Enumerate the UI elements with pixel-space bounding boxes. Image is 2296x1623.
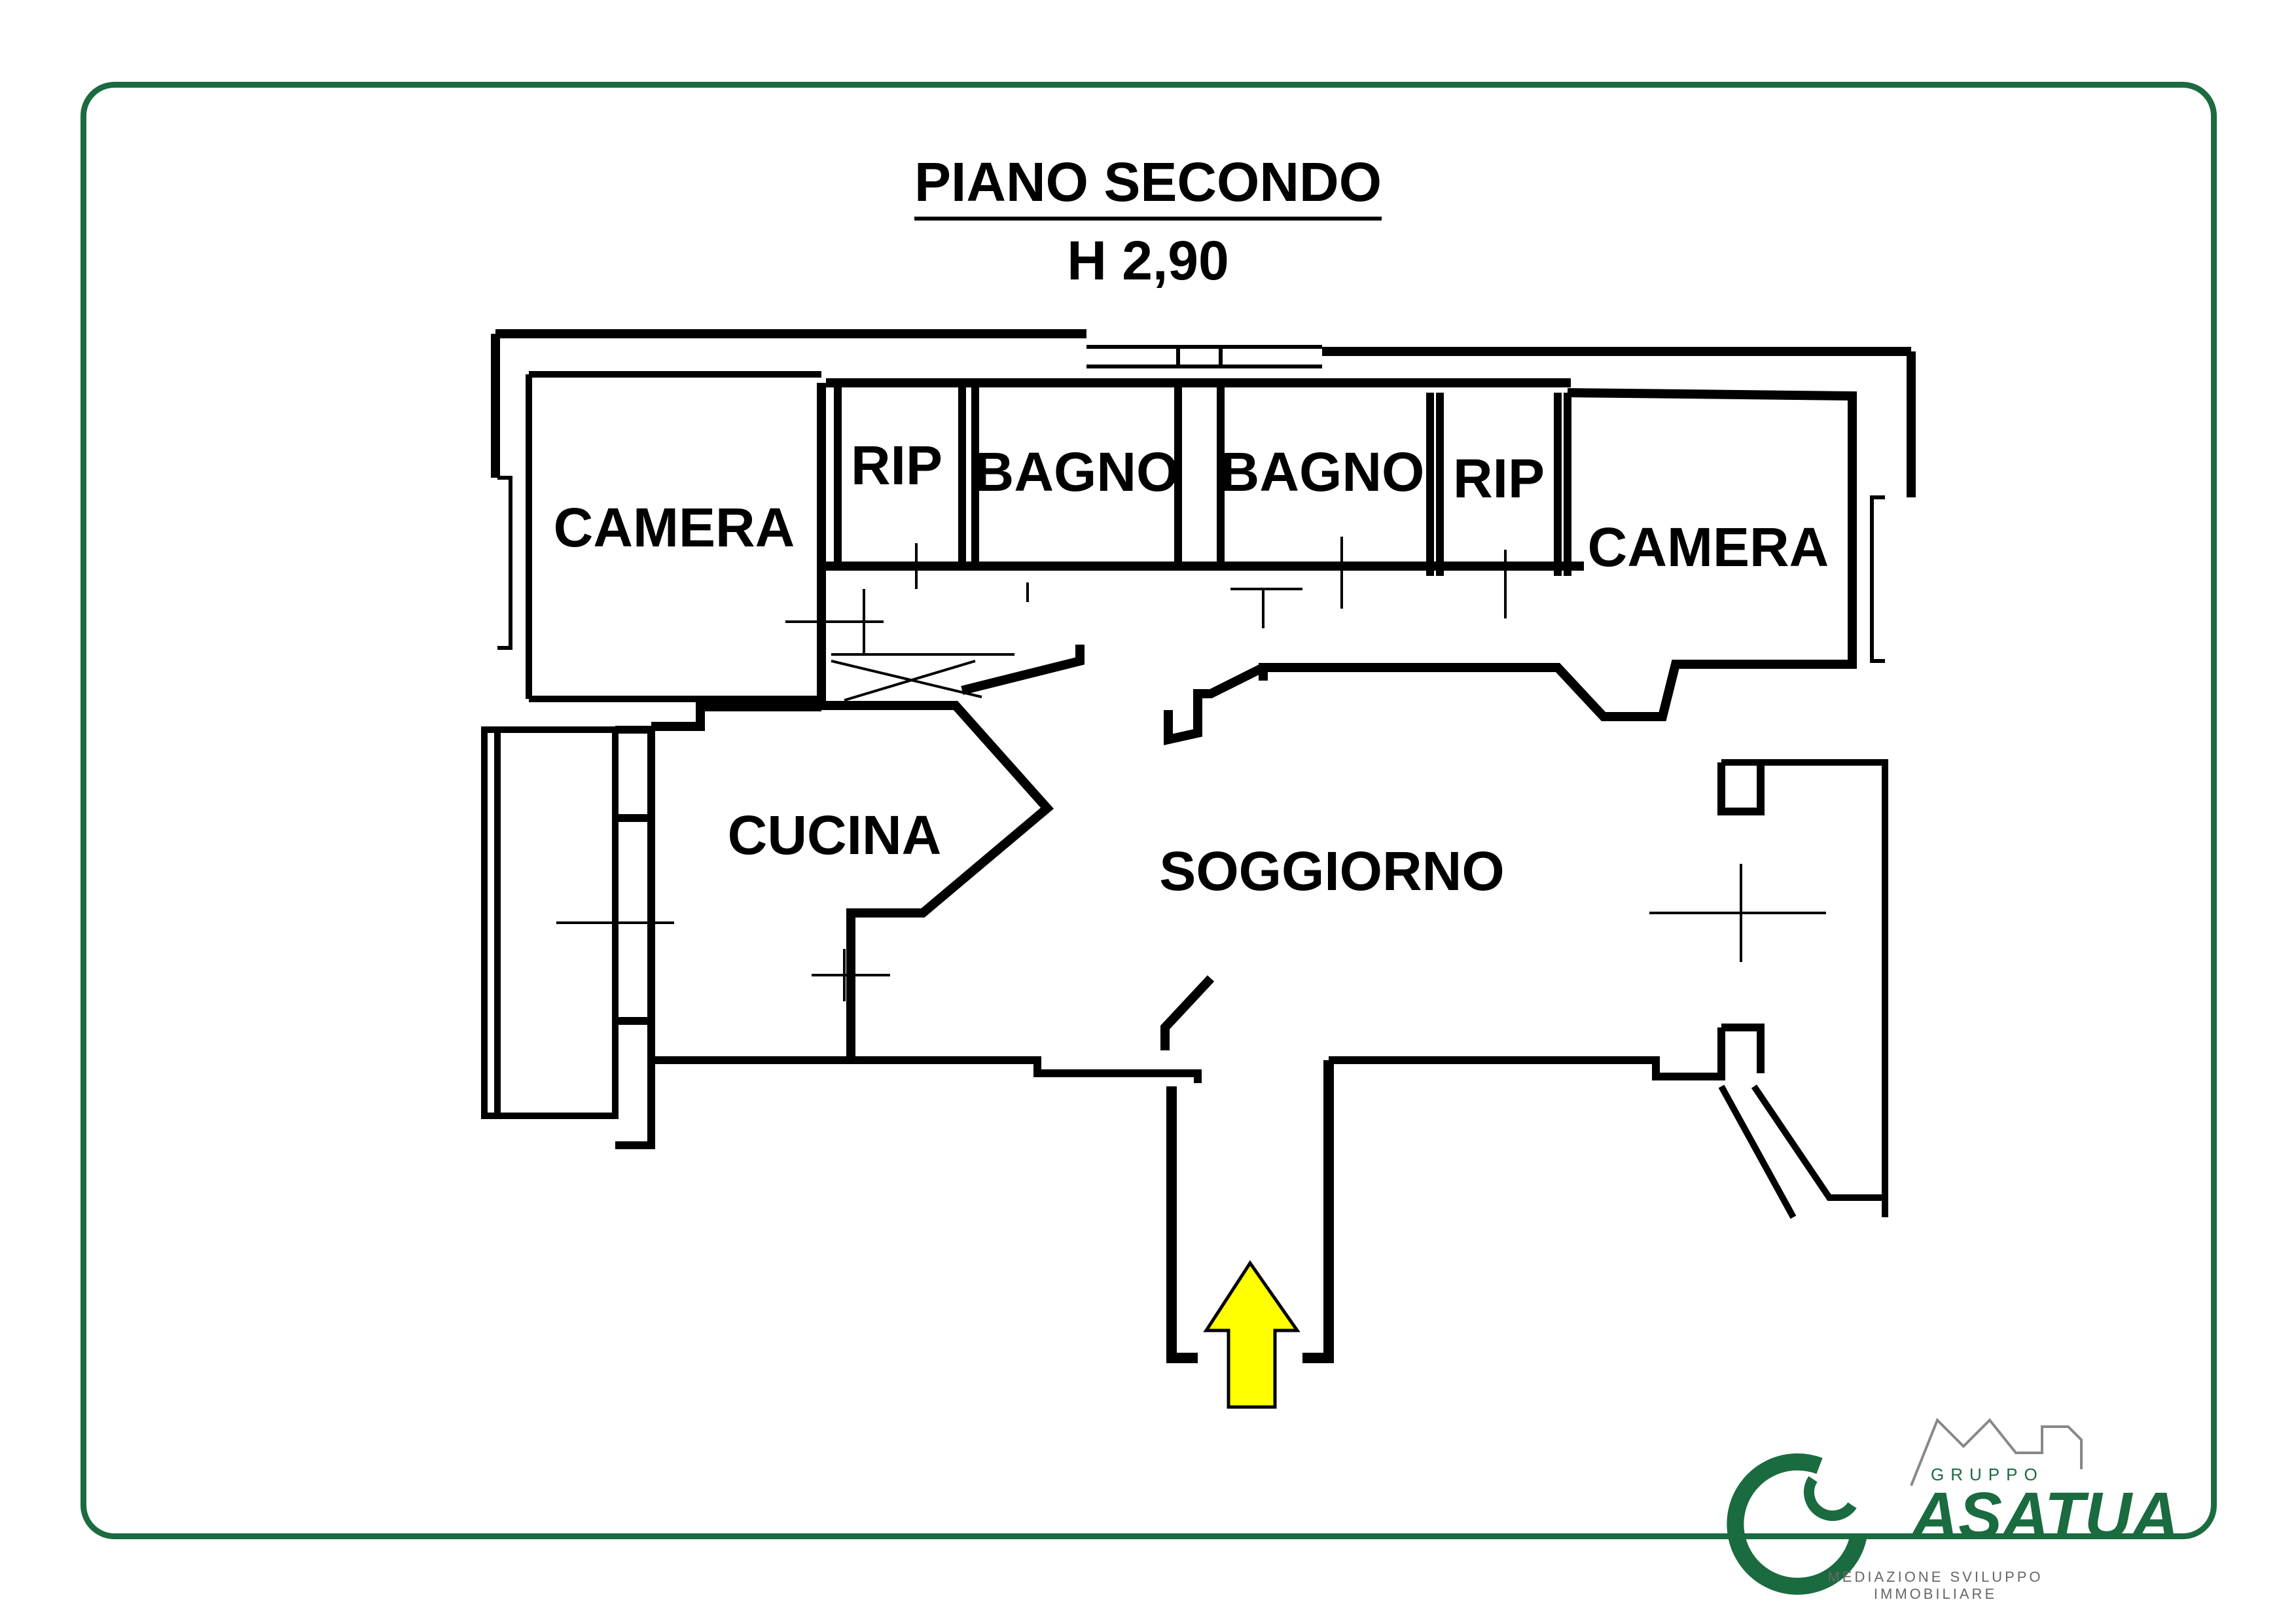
room-rip-left: RIP	[851, 435, 942, 496]
up-arrow-icon	[1203, 1260, 1300, 1409]
room-bagno-left: BAGNO	[975, 441, 1179, 503]
room-labels: CAMERA RIP BAGNO BAGNO RIP CAMERA CUCINA…	[554, 435, 1829, 902]
logo-tagline: MEDIAZIONE SVILUPPO IMMOBILIARE	[1827, 1569, 2043, 1602]
floor-title: PIANO SECONDO	[0, 151, 2296, 221]
room-rip-right: RIP	[1453, 448, 1545, 509]
room-camera-left: CAMERA	[554, 497, 795, 558]
room-camera-right: CAMERA	[1588, 516, 1829, 578]
page-frame	[81, 82, 2217, 1539]
casatua-logo: ASATUA GRUPPO	[1727, 1418, 2179, 1595]
logo-group-text: GRUPPO	[1931, 1465, 2044, 1484]
room-soggiorno: SOGGIORNO	[1159, 840, 1504, 902]
logo-brand-text: ASATUA	[1909, 1479, 2179, 1552]
walls	[481, 329, 1916, 1363]
ceiling-height-label: H 2,90	[1067, 230, 1229, 291]
room-bagno-right: BAGNO	[1220, 441, 1425, 503]
room-cucina: CUCINA	[728, 804, 942, 866]
